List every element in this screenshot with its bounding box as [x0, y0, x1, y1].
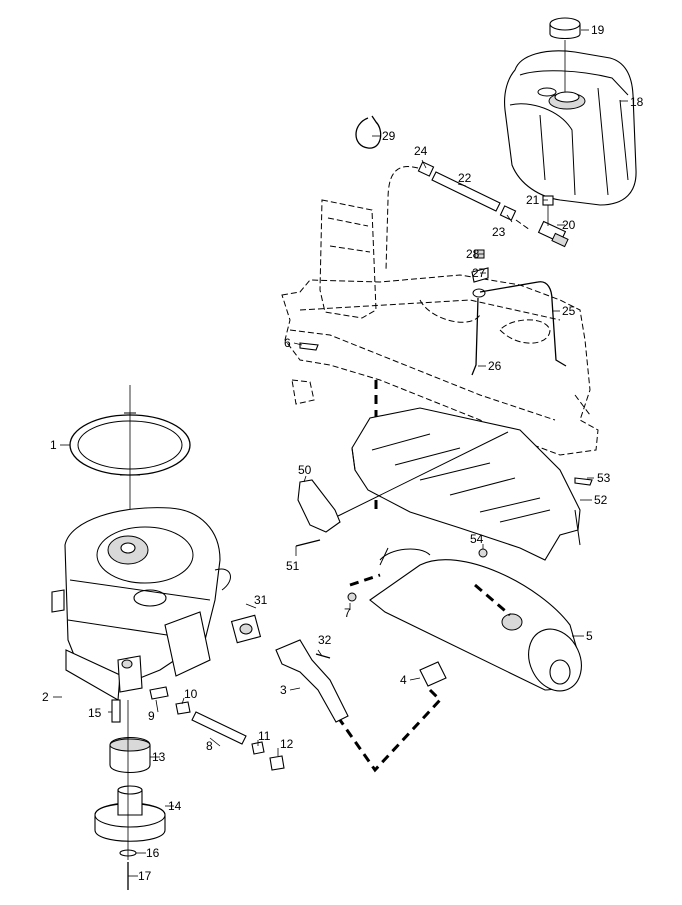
callout-21: 21	[526, 193, 540, 207]
callout-4: 4	[400, 673, 407, 687]
callout-6: 6	[284, 336, 291, 350]
fuel-tank	[504, 50, 637, 206]
callout-29: 29	[382, 129, 396, 143]
callout-32: 32	[318, 633, 332, 647]
callout-24: 24	[414, 144, 428, 158]
callout-8: 8	[206, 739, 213, 753]
callout-53: 53	[597, 471, 611, 485]
callout-17: 17	[138, 869, 152, 883]
callout-31: 31	[254, 593, 268, 607]
callout-18: 18	[630, 95, 644, 109]
callout-20: 20	[562, 218, 576, 232]
pulley-stack	[94, 699, 166, 890]
callout-15: 15	[88, 706, 102, 720]
callout-11: 11	[258, 729, 271, 743]
fuel-line	[385, 161, 569, 271]
callout-51: 51	[286, 559, 300, 573]
fuel-cap	[549, 17, 581, 92]
hose-clamp	[355, 115, 382, 149]
engine	[51, 507, 231, 701]
heat-shield	[351, 407, 581, 561]
muffler	[338, 547, 582, 773]
callout-1: 1	[50, 438, 57, 452]
callout-27: 27	[472, 266, 486, 280]
leader-lines	[53, 29, 628, 877]
fasteners	[299, 342, 593, 602]
callout-2: 2	[42, 690, 49, 704]
callout-54: 54	[470, 532, 484, 546]
fuel-tube-assembly	[471, 249, 567, 376]
callout-9: 9	[148, 709, 155, 723]
callout-10: 10	[184, 687, 198, 701]
callout-50: 50	[298, 463, 312, 477]
callout-22: 22	[458, 171, 472, 185]
callout-12: 12	[280, 737, 294, 751]
callout-23: 23	[492, 225, 506, 239]
callout-26: 26	[488, 359, 502, 373]
callout-16: 16	[146, 846, 160, 860]
bracket	[295, 431, 509, 547]
callout-28: 28	[466, 247, 480, 261]
callout-5: 5	[586, 629, 593, 643]
fuel-fittings	[149, 686, 285, 771]
tractor-frame	[281, 199, 599, 515]
callout-7: 7	[344, 606, 351, 620]
callout-25: 25	[562, 304, 576, 318]
callout-13: 13	[152, 750, 166, 764]
air-cleaner-ring	[69, 385, 191, 525]
callout-labels: 1 2 3 4 5 6 7 8 9 10 11 12 13 14 15 16 1…	[42, 23, 644, 883]
callout-14: 14	[168, 799, 182, 813]
callout-19: 19	[591, 23, 605, 37]
callout-3: 3	[280, 683, 287, 697]
callout-52: 52	[594, 493, 608, 507]
exhaust-pipe	[230, 614, 349, 723]
